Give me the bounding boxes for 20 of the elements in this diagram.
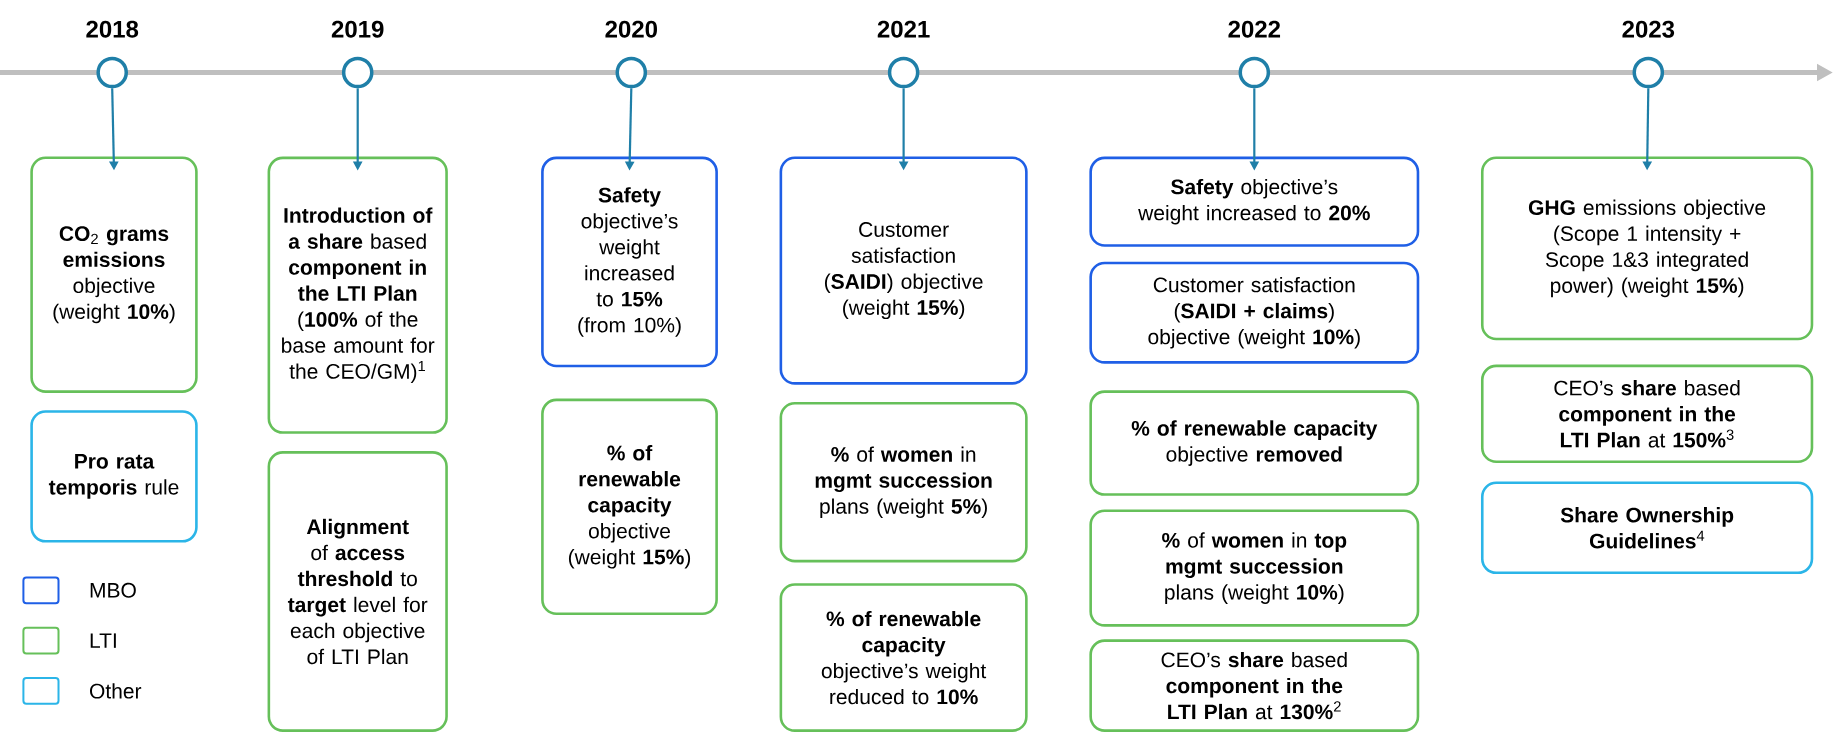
objective-box: CEO’s share based component in the LTI Plan at 130%$^{2}$ [1089,639,1420,732]
objective-box: Alignment of access threshold to target level for each objective of LTI Plan [267,451,448,732]
objective-box: Customer satisfaction (SAIDI) objective (weight 15%) [779,156,1028,385]
legend-label: Other [90,683,142,699]
objective-box: GHG emissions objective (Scope 1 intensity + Scope 1&3 integrated power) (weight 15%) [1480,156,1814,341]
objective-box: Safety objective’s weight increased to 15% (from 10%) [541,156,718,368]
objective-box: Pro rata temporis rule [30,410,198,543]
objective-box: Share Ownership Guidelines$^{4}$ [1480,481,1814,575]
objective-box: CO$_{2}$ grams emissions objective (weight 10%) [30,156,198,393]
objective-box: % of renewable capacity objective (weight 15%) [541,398,718,616]
objective-box: % of renewable capacity objective’s weight reduced to 10% [779,583,1028,732]
objective-box: % of renewable capacity objective removed [1089,390,1420,496]
objective-box: Safety objective’s weight increased to 20% [1089,156,1420,247]
objective-box: Customer satisfaction (SAIDI + claims) objective (weight 10%) [1089,261,1420,364]
objective-box: % of women in top mgmt succession plans (weight 10%) [1089,509,1420,627]
objective-box: % of women in mgmt succession plans (weight 5%) [779,402,1028,563]
legend-label: MBO [90,582,136,598]
legend-label: LTI [90,633,116,648]
objective-box: Introduction of a share based component in the LTI Plan (100% of the base amount for the CEO/GM)$^{1}$ [267,156,448,434]
objective-box: CEO’s share based component in the LTI Plan at 150%$^{3}$ [1480,364,1814,464]
